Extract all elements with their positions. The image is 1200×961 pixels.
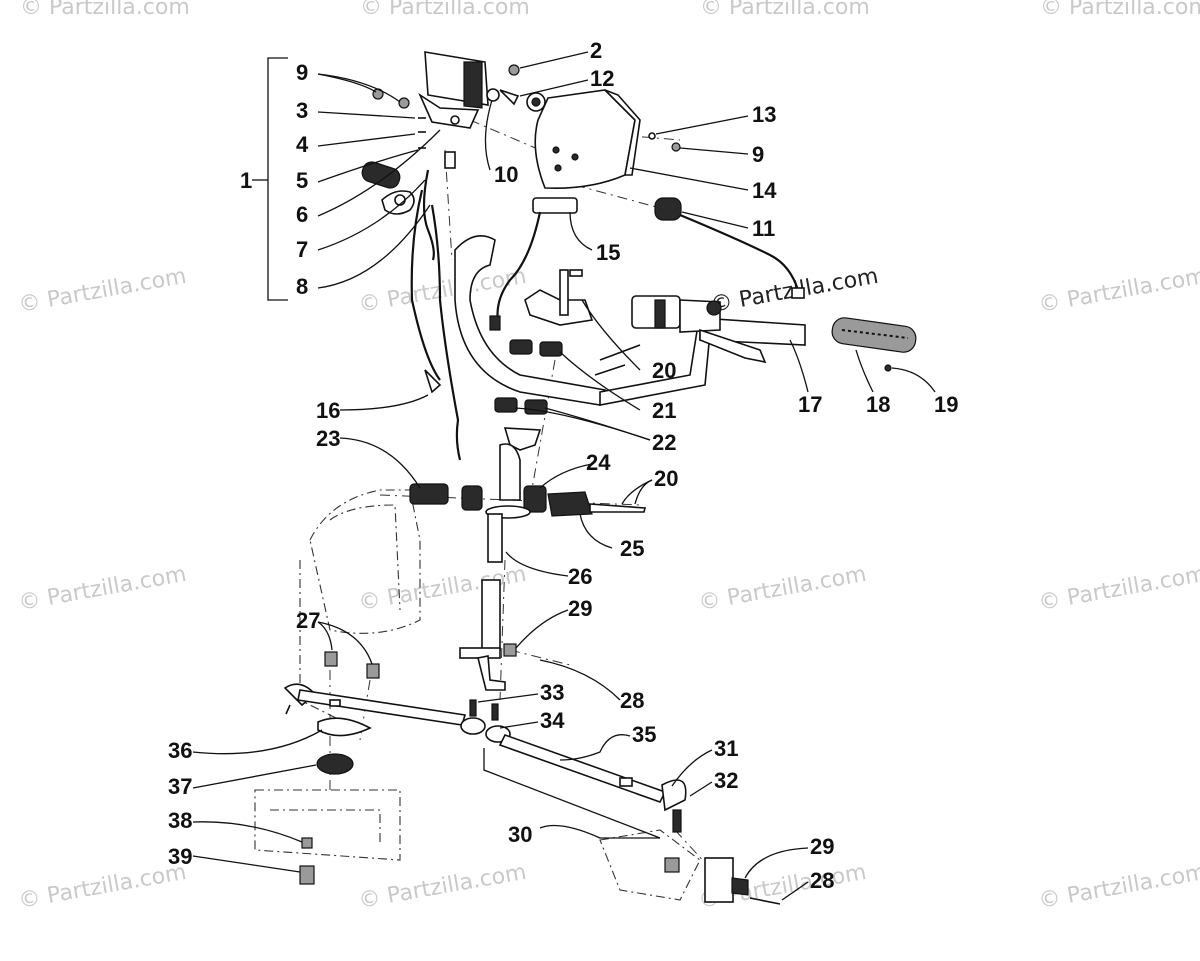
callout-3: 3 <box>296 98 308 123</box>
callout-19: 19 <box>934 392 958 417</box>
callout-1: 1 <box>240 168 252 193</box>
callout-32: 32 <box>714 768 738 793</box>
callout-30: 30 <box>508 822 532 847</box>
grip-18 <box>831 317 917 353</box>
callout-5: 5 <box>296 168 308 193</box>
watermark: © Partzilla.com <box>1037 562 1200 616</box>
callout-7: 7 <box>296 237 308 262</box>
callout-26: 26 <box>568 564 592 589</box>
callout-29: 29 <box>568 596 592 621</box>
watermark: © Partzilla.com <box>17 562 189 616</box>
callout-28: 28 <box>810 868 834 893</box>
callout-6: 6 <box>296 202 308 227</box>
switch-15 <box>532 197 578 214</box>
watermark: © Partzilla.com <box>1040 0 1200 20</box>
callout-11: 11 <box>752 216 775 241</box>
handlebar-pad <box>534 89 641 190</box>
handlebar <box>454 234 806 406</box>
callout-36: 36 <box>168 738 192 763</box>
watermark: © Partzilla.com <box>697 562 869 616</box>
callout-8: 8 <box>296 274 308 299</box>
callout-15: 15 <box>596 240 620 265</box>
callout-34: 34 <box>540 708 565 733</box>
watermark: © Partzilla.com <box>700 0 870 20</box>
callout-39: 39 <box>168 844 192 869</box>
callout-2: 2 <box>590 38 602 63</box>
brake-master-cylinder <box>631 295 767 364</box>
callout-10: 10 <box>494 162 518 187</box>
callout-22: 22 <box>652 430 676 455</box>
watermark: © Partzilla.com <box>20 0 190 20</box>
callout-37: 37 <box>168 774 192 799</box>
callout-21: 21 <box>652 398 676 423</box>
leader-lines <box>192 51 936 901</box>
callout-9: 9 <box>296 60 308 85</box>
callout-27: 27 <box>296 608 320 633</box>
callouts: 1 2 3 4 5 6 7 8 9 9 10 11 12 13 14 15 16… <box>168 38 958 893</box>
clamp-bracket <box>524 269 594 326</box>
callout-17: 17 <box>798 392 822 417</box>
watermark: © Partzilla.com <box>17 860 189 914</box>
callout-12: 12 <box>590 66 614 91</box>
callout-13: 13 <box>752 102 776 127</box>
callout-23: 23 <box>316 426 340 451</box>
callout-9: 9 <box>752 142 764 167</box>
steering-post <box>459 427 542 691</box>
tie-rod-right <box>498 734 687 833</box>
watermark: © Partzilla.com <box>17 264 189 318</box>
callout-20: 20 <box>652 358 676 383</box>
watermark: © Partzilla.com <box>360 0 530 20</box>
callout-28: 28 <box>620 688 644 713</box>
callout-4: 4 <box>296 132 309 157</box>
callout-33: 33 <box>540 680 564 705</box>
callout-38: 38 <box>168 808 192 833</box>
callout-16: 16 <box>316 398 340 423</box>
watermark: © Partzilla.com <box>357 562 529 616</box>
callout-20: 20 <box>654 466 678 491</box>
parts <box>283 51 917 905</box>
callout-25: 25 <box>620 536 644 561</box>
watermark: © Partzilla.com <box>357 860 529 914</box>
screw <box>398 97 410 109</box>
tie-rod-left <box>283 683 467 726</box>
watermark: © Partzilla.com <box>1037 264 1200 318</box>
callout-29: 29 <box>810 834 834 859</box>
watermark: © Partzilla.com <box>1037 860 1200 914</box>
callout-18: 18 <box>866 392 890 417</box>
thumb-grip <box>361 161 401 189</box>
callout-35: 35 <box>632 722 656 747</box>
callout-31: 31 <box>714 736 738 761</box>
callout-14: 14 <box>752 178 777 203</box>
callout-24: 24 <box>586 450 611 475</box>
throttle-housing <box>418 51 489 129</box>
switch-11 <box>654 197 805 299</box>
